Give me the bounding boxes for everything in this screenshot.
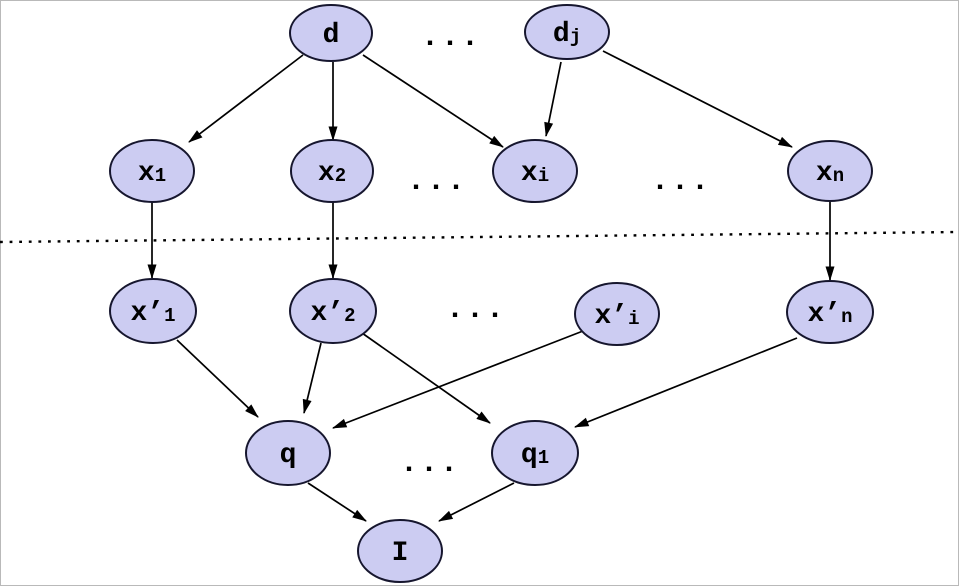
node-dj-shape [524, 4, 610, 60]
node-xpn: x’n [786, 280, 874, 344]
node-xn-label: xn [816, 158, 844, 189]
node-q1: q1 [491, 420, 579, 486]
node-dj: dj [524, 4, 610, 60]
node-xn-shape [787, 140, 873, 202]
node-dj-label: dj [553, 19, 581, 50]
edge-xp2-q1 [361, 332, 491, 424]
node-q1-label: q1 [521, 440, 549, 471]
node-d-shape [289, 4, 373, 62]
edge-d-x1 [188, 54, 304, 143]
ellipsis-q-row: ... [400, 447, 460, 481]
node-x1-label: x1 [138, 158, 166, 189]
edge-dj-xi [544, 61, 562, 137]
node-q-shape [245, 420, 331, 486]
edge-xpn-q1 [574, 337, 798, 428]
node-x1-shape [109, 139, 195, 203]
node-xpi-label: x’i [594, 301, 639, 332]
node-xp1-shape [109, 278, 197, 344]
node-d: d [289, 4, 373, 62]
node-xp2-shape [289, 278, 377, 344]
edge-xp1-q [176, 339, 259, 418]
edge-q-I [307, 482, 367, 522]
node-xi-shape [492, 139, 578, 203]
edge-q1-I [438, 482, 515, 522]
edge-d-xi [362, 54, 504, 148]
ellipsis-xprime-row: ... [446, 293, 506, 327]
node-q1-shape [491, 420, 579, 486]
edge-xpi-q [332, 330, 584, 429]
node-d-label: d [323, 20, 340, 51]
node-xpi: x’i [574, 282, 660, 346]
dashed-separator-line [0, 230, 959, 244]
node-xpn-shape [786, 280, 874, 344]
node-x2-shape [290, 139, 374, 203]
edge-xp2-q [302, 342, 322, 414]
node-x2-label: x2 [318, 158, 346, 189]
node-xn: xn [787, 140, 873, 202]
node-xpn-label: x’n [807, 299, 852, 330]
node-xp1-label: x’1 [130, 298, 175, 329]
node-I: I [357, 519, 443, 583]
node-xi-label: xi [521, 158, 549, 189]
node-q: q [245, 420, 331, 486]
node-I-shape [357, 519, 443, 583]
node-xp2-label: x’2 [310, 298, 355, 329]
node-x2: x2 [290, 139, 374, 203]
ellipsis-x-row-left: ... [407, 165, 467, 199]
edge-dj-xn [602, 50, 793, 148]
node-xp2: x’2 [289, 278, 377, 344]
node-xpi-shape [574, 282, 660, 346]
node-x1: x1 [109, 139, 195, 203]
node-xi: xi [492, 139, 578, 203]
node-q-label: q [280, 440, 297, 471]
node-I-label: I [392, 538, 409, 569]
ellipsis-x-row-right: ... [651, 165, 711, 199]
ellipsis-top-row: ... [421, 21, 481, 55]
node-xp1: x’1 [109, 278, 197, 344]
